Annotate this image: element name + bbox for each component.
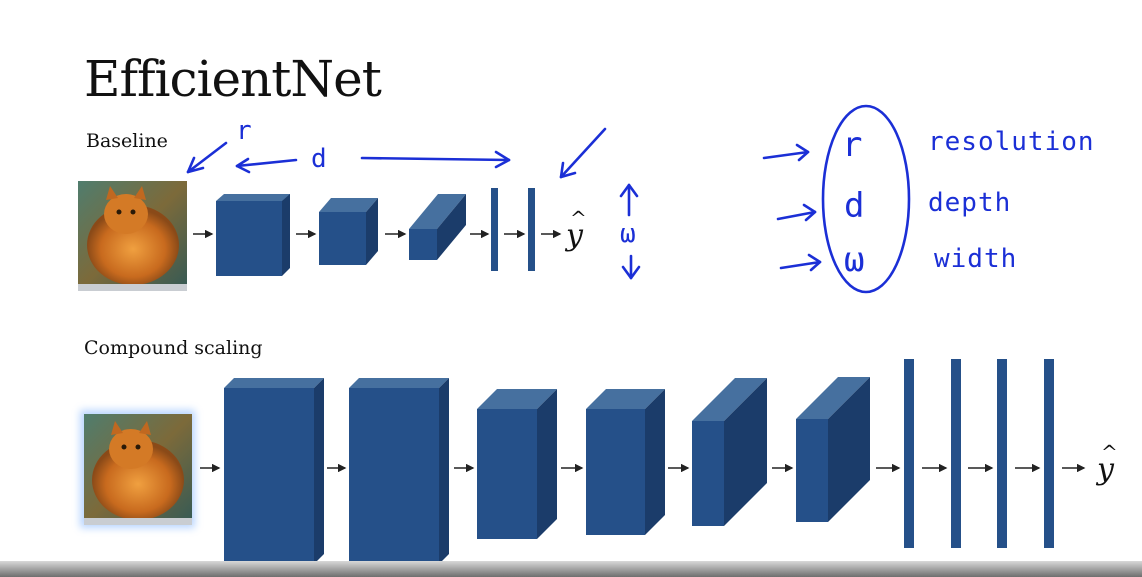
compound-output-symbol: y bbox=[1097, 452, 1114, 487]
arrow-to-output-icon bbox=[559, 127, 607, 179]
compound-scaling-label: Compound scaling bbox=[84, 337, 263, 359]
arrow-to-image-icon bbox=[186, 141, 228, 174]
slide-title: EfficientNet bbox=[84, 50, 382, 108]
handwritten-annotations bbox=[186, 104, 911, 294]
annotation-r-loop: r bbox=[842, 125, 864, 165]
annotation-depth: depth bbox=[928, 188, 1012, 218]
compound-block-1 bbox=[224, 378, 324, 564]
baseline-output-y-hat: y ^ bbox=[566, 206, 587, 253]
compound-block-3 bbox=[477, 389, 557, 539]
compound-output-y-hat: y ^ bbox=[1097, 440, 1118, 487]
baseline-output-symbol: y bbox=[566, 218, 583, 253]
annotation-d-loop: d bbox=[844, 186, 866, 226]
hat-icon: ^ bbox=[1101, 440, 1118, 464]
annotation-width: width bbox=[934, 244, 1018, 274]
video-bottom-bar bbox=[0, 561, 1142, 577]
compound-fc-layer-2 bbox=[951, 359, 961, 548]
baseline-block-3 bbox=[409, 194, 466, 260]
annotation-w-loop: ω bbox=[844, 240, 866, 280]
compound-block-6 bbox=[796, 377, 870, 522]
baseline-cat-image bbox=[78, 181, 187, 291]
annotation-resolution: resolution bbox=[928, 127, 1095, 157]
annotation-d: d bbox=[311, 144, 328, 174]
compound-block-4 bbox=[586, 389, 665, 535]
annotation-w: ω bbox=[620, 219, 637, 249]
baseline-block-1 bbox=[216, 194, 290, 276]
hat-icon: ^ bbox=[570, 206, 587, 230]
baseline-label: Baseline bbox=[86, 130, 168, 152]
depth-arrow-icon bbox=[776, 210, 817, 221]
compound-fc-layer-3 bbox=[997, 359, 1007, 548]
grouping-loop-icon bbox=[821, 104, 911, 294]
baseline-fc-layer-1 bbox=[491, 188, 498, 271]
depth-right-arrow-icon bbox=[360, 156, 511, 162]
baseline-block-2 bbox=[319, 198, 378, 265]
resolution-arrow-icon bbox=[762, 150, 810, 160]
width-arrow-icon bbox=[779, 260, 822, 270]
depth-left-arrow-icon bbox=[235, 158, 298, 168]
baseline-fc-layer-2 bbox=[528, 188, 535, 271]
compound-fc-layer-1 bbox=[904, 359, 914, 548]
compound-fc-layer-4 bbox=[1044, 359, 1054, 548]
annotation-r: r bbox=[236, 116, 253, 146]
compound-block-2 bbox=[349, 378, 449, 564]
compound-cat-image bbox=[80, 410, 195, 528]
compound-block-5 bbox=[692, 378, 767, 526]
